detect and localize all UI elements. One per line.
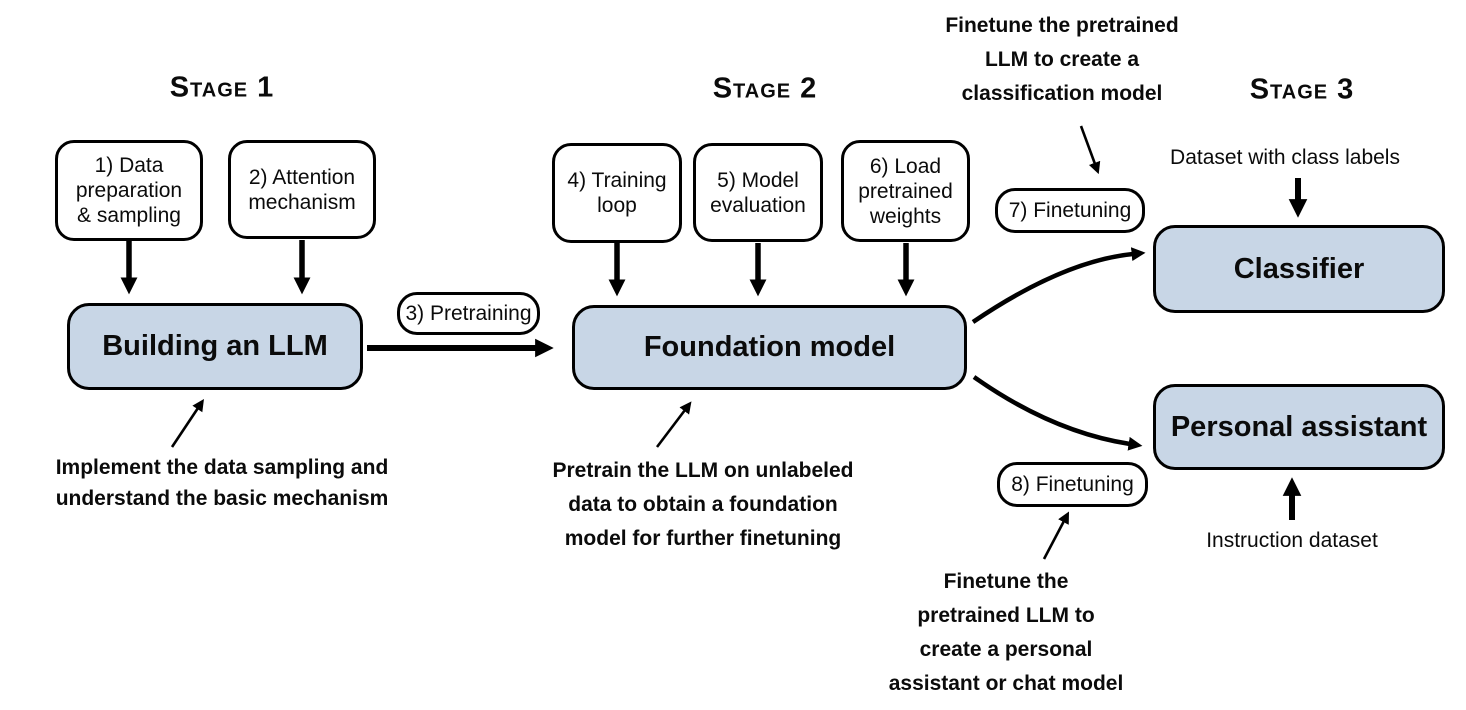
step-box-data-preparation: 1) Data preparation & sampling (55, 140, 203, 241)
foundation-model-box: Foundation model (572, 305, 967, 390)
classification-annotation: Finetune the pretrained LLM to create a … (945, 14, 1179, 105)
step-box-load-pretrained-weights: 6) Load pretrained weights (841, 140, 970, 242)
classifier-box: Classifier (1153, 225, 1445, 313)
pill-finetuning-8: 8) Finetuning (997, 462, 1148, 507)
stage-2-title: Stage 2 (712, 72, 818, 105)
arrow-foundation-to-classifier (971, 247, 1146, 324)
personal-assistant-box: Personal assistant (1153, 384, 1445, 470)
assistant-annotation: Finetune the pretrained LLM to create a … (888, 570, 1124, 695)
arrow-foundation-to-assistant (972, 375, 1143, 451)
arrow-note-to-finetuning7 (1079, 125, 1101, 175)
arrow-note-to-foundation (655, 401, 692, 448)
arrow-note-to-finetuning8 (1042, 511, 1070, 560)
pill-finetuning-7: 7) Finetuning (995, 188, 1145, 233)
building-llm-box: Building an LLM (67, 303, 363, 390)
stage1-annotation: Implement the data sampling and understa… (55, 456, 389, 510)
dataset-class-labels-label: Dataset with class labels (1170, 146, 1400, 169)
stage-3-title: Stage 3 (1249, 73, 1355, 106)
step-box-attention-mechanism: 2) Attention mechanism (228, 140, 376, 239)
stage2-annotation: Pretrain the LLM on unlabeled data to ob… (552, 459, 854, 550)
arrow-note-to-building (170, 399, 204, 448)
step-box-training-loop: 4) Training loop (552, 143, 682, 243)
step-box-model-evaluation: 5) Model evaluation (693, 143, 823, 242)
stage-1-title: Stage 1 (169, 71, 275, 104)
pill-pretraining: 3) Pretraining (397, 292, 540, 335)
instruction-dataset-label: Instruction dataset (1206, 529, 1378, 552)
